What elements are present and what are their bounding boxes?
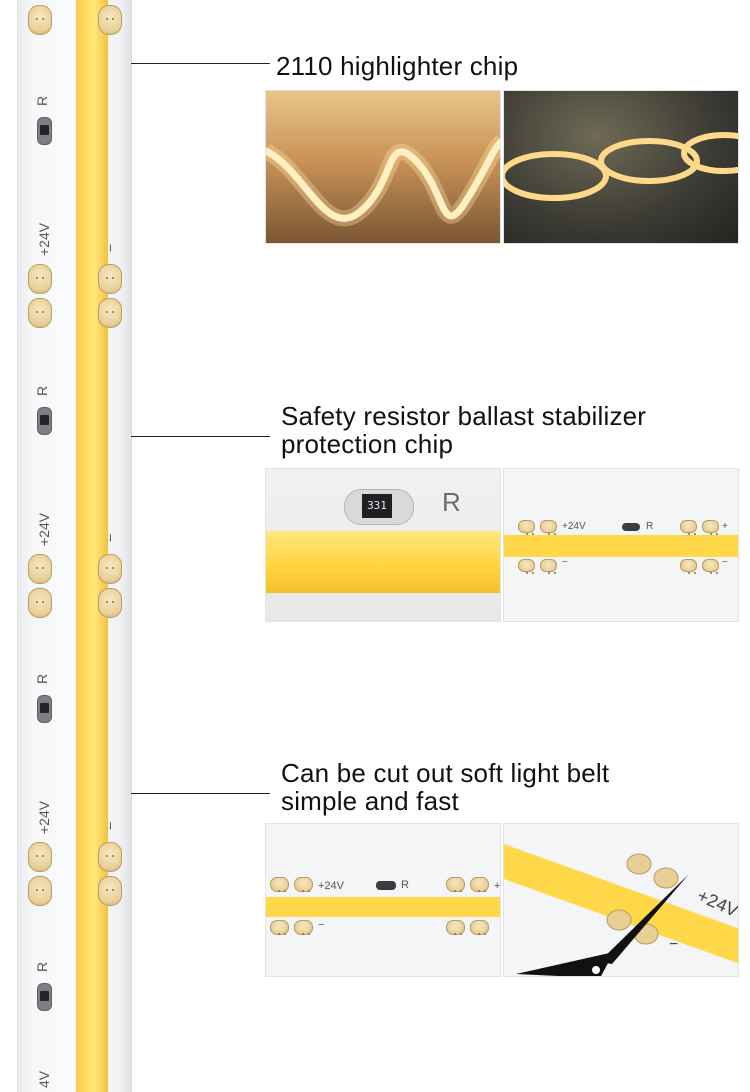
cob-tape: [76, 0, 108, 1092]
photo-label-minus: −: [722, 557, 728, 568]
leader-line: [131, 436, 270, 437]
strip-label-r: R: [34, 385, 50, 396]
scissors-illustration: +24V −: [504, 844, 738, 976]
leader-line: [131, 63, 270, 64]
leader-line: [131, 793, 270, 794]
photo-strip-segment: +24V R + − −: [503, 468, 739, 622]
resistor-chip: [622, 523, 640, 531]
solder-pad: [294, 920, 313, 935]
solder-pad: [702, 559, 719, 574]
led-strip: R +24V − R +24V − R +24V − R 4V: [17, 0, 132, 1092]
resistor-code: 331: [362, 494, 392, 518]
solder-pad: [270, 920, 289, 935]
photo-label-plus: +24V: [318, 880, 344, 892]
section-caption-3: Can be cut out soft light belt simple an…: [281, 759, 609, 815]
solder-pad: [446, 877, 465, 892]
caption-line: simple and fast: [281, 786, 459, 816]
coil-illustration: [266, 135, 500, 227]
photo-label-minus: −: [318, 919, 325, 931]
strip-label-minus: −: [102, 533, 118, 542]
photo-label-plus-cut: +: [494, 880, 501, 892]
solder-pad: [680, 559, 697, 574]
scissor-pivot: [590, 964, 602, 976]
cob-tape: [504, 844, 738, 964]
resistor-chip: [37, 695, 52, 723]
caption-line: Can be cut out soft light belt: [281, 758, 610, 788]
photo-resistor-closeup: 331 R: [265, 468, 501, 622]
rolls-illustration: [504, 132, 738, 201]
caption-line: protection chip: [281, 429, 454, 459]
photo-label-r: R: [401, 879, 409, 891]
solder-pad: [98, 842, 122, 872]
light-roll: [598, 138, 700, 184]
caption-line: Safety resistor ballast stabilizer: [281, 401, 647, 431]
strip-label-plus: +24V: [36, 800, 52, 834]
light-glow: [266, 135, 500, 227]
solder-pad: [28, 554, 52, 584]
photo-scissors-cut: +24V −: [503, 823, 739, 977]
solder-pad: [28, 298, 52, 328]
photo-label-plus-cut: +: [722, 521, 728, 532]
solder-pad: [446, 920, 465, 935]
photo-label-plus: +24V: [562, 521, 586, 532]
solder-pad: [470, 877, 489, 892]
strip-label-r: R: [34, 673, 50, 684]
caption-line: 2110 highlighter chip: [276, 51, 519, 81]
solder-pad: [28, 5, 52, 35]
solder-pad: [98, 5, 122, 35]
solder-pad: [653, 867, 679, 889]
photo-label-minus: −: [562, 557, 568, 568]
section-caption-1: 2110 highlighter chip: [276, 52, 518, 80]
strip-label-plus: +24V: [36, 222, 52, 256]
solder-pad: [270, 877, 289, 892]
light-roll: [681, 132, 738, 174]
solder-pad: [540, 559, 557, 574]
cob-tape: [266, 897, 500, 917]
section-caption-2: Safety resistor ballast stabilizer prote…: [281, 402, 646, 458]
solder-pad: [28, 264, 52, 294]
solder-pad: [470, 920, 489, 935]
resistor-chip: [37, 407, 52, 435]
solder-pad: [98, 264, 122, 294]
resistor-chip: [37, 117, 52, 145]
solder-pad: [540, 520, 557, 535]
photo-strip-cut-point: +24V R + −: [265, 823, 501, 977]
solder-pad: [28, 842, 52, 872]
solder-pad: [294, 877, 313, 892]
strip-label-r: R: [34, 95, 50, 106]
resistor-chip: [37, 983, 52, 1011]
solder-pad: [28, 588, 52, 618]
light-roll: [504, 151, 609, 201]
strip-label-plus: +24V: [36, 512, 52, 546]
strip-label-minus: −: [102, 243, 118, 252]
cob-tape: [504, 535, 738, 557]
photo-label-r: R: [646, 521, 654, 532]
photo-label-minus: −: [669, 936, 678, 953]
solder-pad: [98, 588, 122, 618]
scissor-blade: [599, 874, 689, 964]
scissor-blade: [516, 952, 614, 976]
solder-pad: [98, 554, 122, 584]
solder-pad: [518, 520, 535, 535]
solder-pad: [606, 909, 632, 931]
photo-strip-coil-warm: [265, 90, 501, 244]
strip-label-r: R: [34, 961, 50, 972]
light-coil: [266, 138, 500, 222]
solder-pad: [680, 520, 697, 535]
solder-pad: [98, 298, 122, 328]
photo-label-r: R: [442, 487, 461, 517]
solder-pad: [626, 853, 652, 875]
solder-pad: [28, 876, 52, 906]
strip-label-plus-cut: 4V: [36, 1070, 52, 1088]
cob-tape: [266, 531, 500, 593]
solder-pad: [702, 520, 719, 535]
photo-strip-rolls-dark: [503, 90, 739, 244]
solder-pad: [98, 876, 122, 906]
strip-label-minus: −: [102, 821, 118, 830]
solder-pad: [518, 559, 535, 574]
resistor-chip: [376, 881, 396, 890]
